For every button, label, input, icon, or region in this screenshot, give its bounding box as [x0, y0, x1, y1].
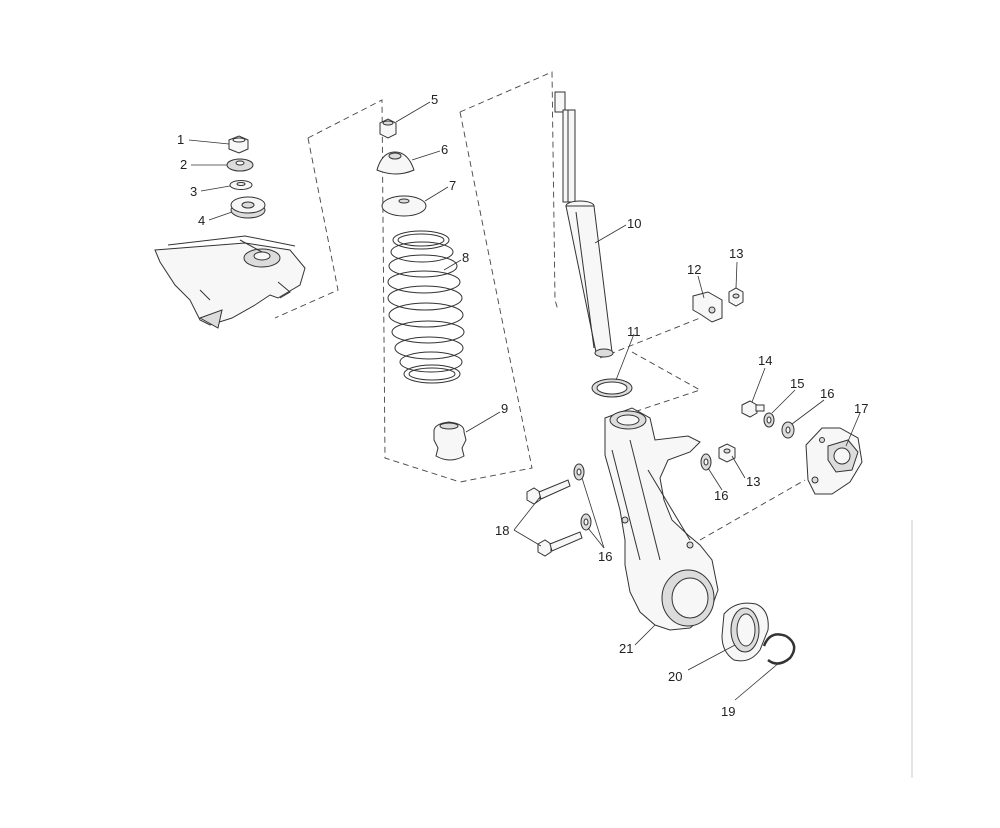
callout-17: 17 [854, 401, 868, 416]
callout-20: 20 [668, 669, 682, 684]
part-17-sensor-bracket [805, 427, 863, 495]
callout-12: 12 [687, 262, 701, 277]
part-5-nut [379, 118, 397, 139]
part-9-bump-stop [433, 421, 467, 461]
callout-3: 3 [190, 184, 197, 199]
part-10-shock-absorber [554, 91, 614, 358]
callout-18: 18 [495, 523, 509, 538]
part-18-bolts [526, 479, 583, 557]
part-3-washer [229, 180, 253, 190]
callout-6: 6 [441, 142, 448, 157]
chassis-mount [154, 235, 306, 329]
part-21-steering-knuckle [604, 407, 719, 631]
callout-21: 21 [619, 641, 633, 656]
part-13-nut-upper [728, 287, 744, 307]
callout-labels: 1 2 3 4 5 6 7 8 9 10 11 12 13 13 14 15 1… [177, 92, 868, 719]
part-6-cup [376, 151, 415, 175]
callout-9: 9 [501, 401, 508, 416]
part-11-seal-ring [591, 378, 633, 398]
callout-14: 14 [758, 353, 772, 368]
callout-2: 2 [180, 157, 187, 172]
part-12-bracket [692, 291, 723, 323]
callout-16-right: 16 [820, 386, 834, 401]
assembly-guides [274, 71, 913, 778]
part-1-nut [228, 135, 249, 154]
callout-4: 4 [198, 213, 205, 228]
callout-1: 1 [177, 132, 184, 147]
callout-13-lower: 13 [746, 474, 760, 489]
callout-15: 15 [790, 376, 804, 391]
callout-19: 19 [721, 704, 735, 719]
leader-lines [188, 101, 861, 701]
part-8-coil-spring [387, 230, 465, 384]
part-16-washer-a [781, 421, 795, 439]
part-2-washer [226, 158, 254, 172]
callout-11: 11 [627, 324, 641, 339]
part-15-washer [763, 412, 775, 428]
callout-8: 8 [462, 250, 469, 265]
callout-16-middle: 16 [714, 488, 728, 503]
part-19-circlip [762, 633, 796, 665]
part-13-nut-lower [718, 443, 736, 463]
callout-13-upper: 13 [729, 246, 743, 261]
part-20-wheel-bearing [721, 602, 769, 662]
part-4-bushing [230, 196, 266, 219]
part-16-washers-c [573, 463, 592, 531]
callout-10: 10 [627, 216, 641, 231]
part-16-washer-b [700, 453, 712, 471]
part-14-bolt [741, 400, 765, 418]
callout-5: 5 [431, 92, 438, 107]
callout-16-left: 16 [598, 549, 612, 564]
part-7-spring-seat [381, 195, 427, 217]
callout-7: 7 [449, 178, 456, 193]
